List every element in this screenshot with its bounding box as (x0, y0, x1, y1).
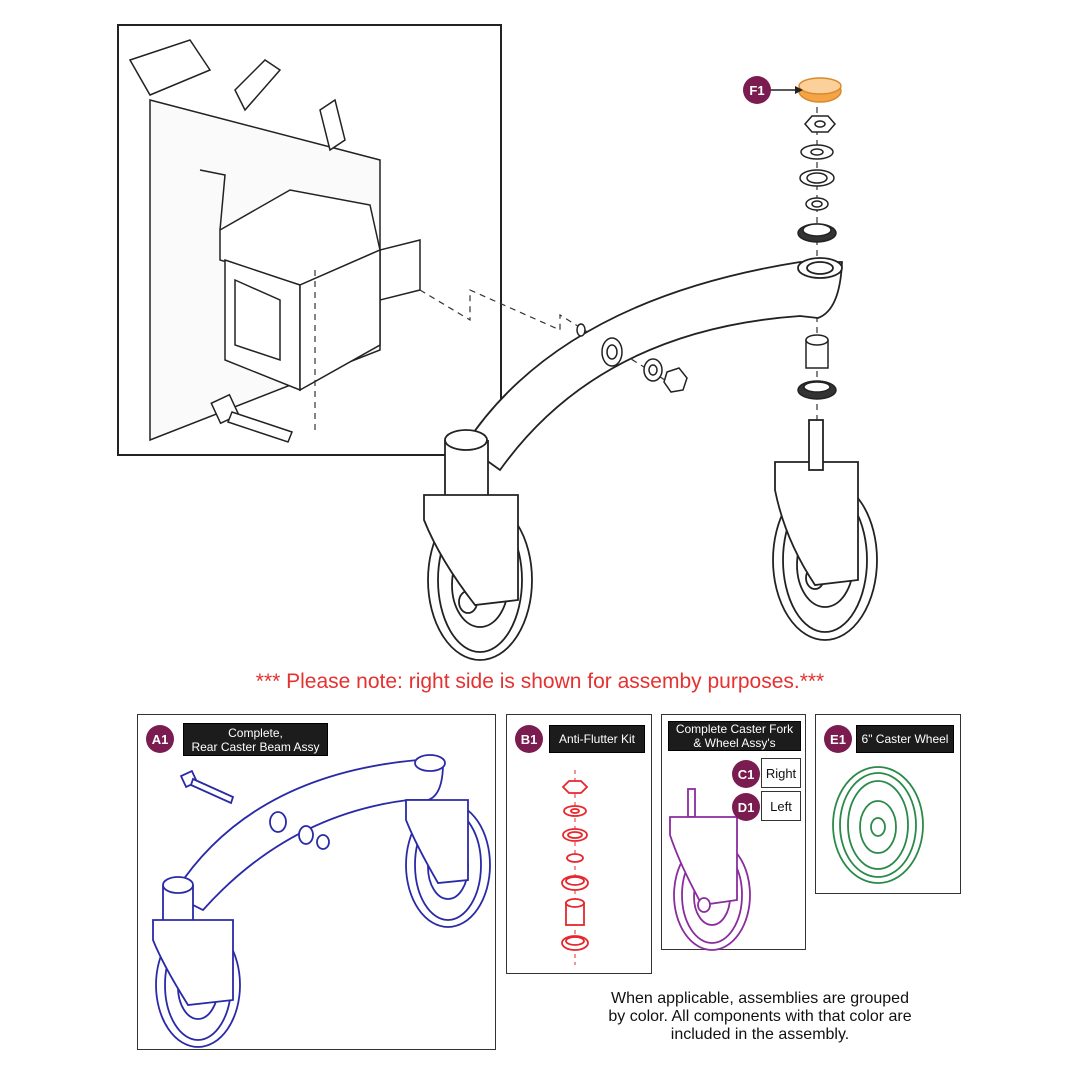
callout-d1: D1 (732, 793, 760, 821)
a1-beam-drawing (152, 754, 491, 1048)
callout-c1-text: C1 (737, 766, 755, 782)
panel-b1: B1 Anti-Flutter Kit (506, 714, 652, 974)
callout-f1-text: F1 (749, 82, 765, 98)
footer-line2: by color. All components with that color… (608, 1008, 912, 1025)
b1-label-text: Anti-Flutter Kit (558, 732, 636, 746)
b1-kit-drawing (561, 770, 589, 965)
left-label: Left (761, 791, 801, 821)
beam-hardware-drawing (576, 323, 688, 393)
callout-a1-text: A1 (151, 731, 169, 747)
e1-label-text: 6" Caster Wheel (861, 732, 949, 746)
callout-a1: A1 (146, 725, 174, 753)
bearing-stack-drawing (797, 77, 842, 400)
c1-d1-label: Complete Caster Fork & Wheel Assy's (668, 721, 801, 751)
a1-label: Complete, Rear Caster Beam Assy (183, 723, 328, 756)
callout-f1: F1 (743, 76, 771, 104)
c1-d1-caster-drawing (669, 788, 751, 951)
caster-beam-drawing (444, 257, 843, 509)
callout-d1-text: D1 (737, 799, 755, 815)
panel-e1: E1 6" Caster Wheel (815, 714, 961, 894)
right-label: Right (761, 758, 801, 788)
b1-label: Anti-Flutter Kit (549, 725, 645, 753)
callout-c1: C1 (732, 760, 760, 788)
c1-d1-label-line1: Complete Caster Fork (675, 722, 794, 736)
right-caster-drawing (772, 419, 878, 641)
right-label-text: Right (765, 765, 797, 781)
color-legend-note: When applicable, assemblies are grouped … (560, 990, 960, 1044)
assembly-note: *** Please note: right side is shown for… (255, 670, 825, 693)
callout-b1-text: B1 (520, 731, 538, 747)
panel-c1-d1: Complete Caster Fork & Wheel Assy's C1 R… (661, 714, 806, 951)
left-label-text: Left (770, 798, 792, 814)
left-caster-drawing (423, 494, 533, 661)
panel-a1: A1 Complete, Rear Caster Beam Assy (137, 714, 496, 1050)
callout-b1: B1 (515, 725, 543, 753)
a1-label-line2: Rear Caster Beam Assy (191, 739, 320, 754)
callout-e1: E1 (824, 725, 852, 753)
callout-e1-text: E1 (830, 731, 846, 747)
e1-wheel-drawing (832, 766, 924, 884)
c1-d1-label-line2: & Wheel Assy's (693, 736, 776, 750)
bolt-drawing (210, 393, 293, 443)
footer-line3: included in the assembly. (670, 1026, 850, 1043)
chair-frame-drawing (128, 39, 421, 442)
a1-label-line1: Complete, (228, 725, 283, 740)
e1-label: 6" Caster Wheel (856, 725, 954, 753)
footer-line1: When applicable, assemblies are grouped (611, 990, 909, 1007)
